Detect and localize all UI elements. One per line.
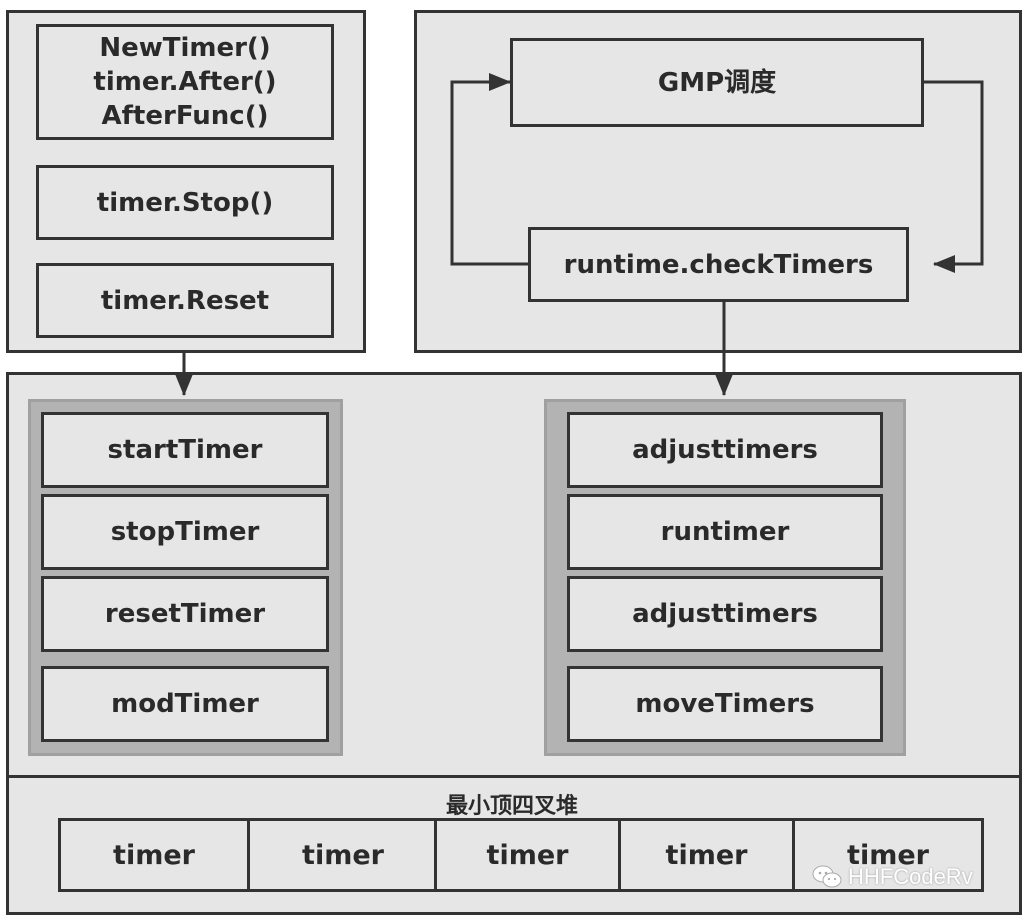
adjusttimers-box-2: adjusttimers <box>567 576 883 652</box>
heap-cell: timer <box>58 818 250 892</box>
adjusttimers-box-1: adjusttimers <box>567 412 883 488</box>
runtimer-box: runtimer <box>567 494 883 570</box>
check-timers-box: runtime.checkTimers <box>528 227 909 302</box>
heap-cell: timer <box>618 818 795 892</box>
heap-title: 最小顶四叉堆 <box>446 794 579 819</box>
watermark-text: HHFCodeRv <box>848 864 973 889</box>
api-box-new-timer: NewTimer() timer.After() AfterFunc() <box>36 24 334 140</box>
stop-timer-box: stopTimer <box>41 494 329 570</box>
gmp-scheduler-box: GMP调度 <box>510 38 924 127</box>
heap-cell: timer <box>247 818 439 892</box>
api-box-timer-stop: timer.Stop() <box>36 165 334 240</box>
mod-timer-box: modTimer <box>41 666 329 742</box>
reset-timer-box: resetTimer <box>41 576 329 652</box>
start-timer-box: startTimer <box>41 412 329 488</box>
api-box-timer-reset: timer.Reset <box>36 263 334 338</box>
move-timers-box: moveTimers <box>567 666 883 742</box>
heap-cell: timer <box>434 818 621 892</box>
wechat-icon <box>812 864 842 890</box>
watermark: HHFCodeRv <box>812 864 973 890</box>
